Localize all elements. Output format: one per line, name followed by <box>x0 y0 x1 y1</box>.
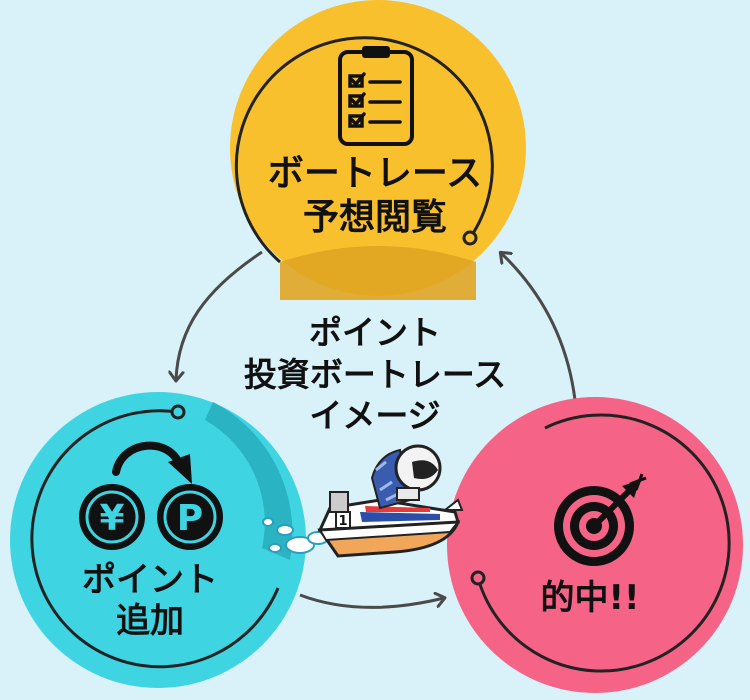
yosou-label: ボートレース 予想閲覧 <box>255 152 495 240</box>
center-title-line2: 投資ボートレース <box>243 354 507 394</box>
arrow-hit-to-yosou <box>501 253 577 401</box>
point-coin-icon <box>157 484 223 550</box>
point-label-line1: ポイント <box>82 560 218 600</box>
center-title: ポイント 投資ボートレース イメージ <box>205 312 545 437</box>
yen-to-point-icon: ¥ P <box>79 441 223 550</box>
point-label-line2: 追加 <box>116 601 184 642</box>
curved-arrow-icon <box>112 441 184 476</box>
boat-number: 1 <box>338 514 347 529</box>
connector-arrows <box>176 250 577 609</box>
yosou-label-line2: 予想閲覧 <box>302 196 447 238</box>
hit-label: 的中!! <box>505 578 675 619</box>
arrow-yosou-to-point <box>176 250 263 380</box>
node-yosou-circle <box>230 0 526 300</box>
yosou-label-line1: ボートレース <box>267 153 483 194</box>
boat-racer-illustration: 1 <box>262 444 464 558</box>
hit-inner-ring <box>476 413 731 673</box>
target-arrow-icon <box>554 473 647 566</box>
center-title-line3: イメージ <box>309 396 441 436</box>
point-label: ポイント 追加 <box>40 560 260 643</box>
yen-symbol: ¥ <box>99 498 124 539</box>
hit-label-text: 的中!! <box>540 578 640 618</box>
arrow-point-to-hit <box>299 595 444 609</box>
center-title-line1: ポイント <box>309 313 441 352</box>
point-inner-ring <box>30 409 280 669</box>
point-symbol: P <box>177 498 203 539</box>
yosou-inner-ring <box>234 36 494 264</box>
clipboard-checklist-icon <box>338 46 414 146</box>
yen-coin-icon <box>79 484 145 550</box>
